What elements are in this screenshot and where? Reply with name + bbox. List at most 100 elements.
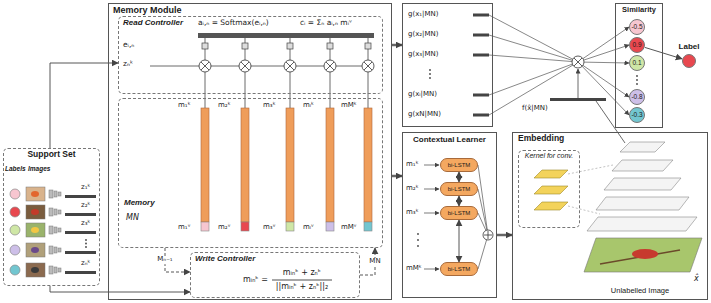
support-samples — [31, 267, 39, 273]
similarity-operator — [596, 101, 625, 143]
memory-slot — [241, 108, 249, 222]
read-operations — [205, 38, 368, 60]
conv-kernel — [534, 202, 568, 210]
conv-icon — [49, 208, 53, 216]
support-samples — [26, 243, 45, 257]
feature-vector — [65, 251, 96, 254]
lstm-oval: bi-LSTM — [440, 206, 478, 220]
memory-slot — [201, 108, 209, 222]
similarity-operator — [473, 34, 489, 37]
similarity-operator — [473, 54, 489, 57]
function-label: f(x̂|MN) — [522, 104, 548, 112]
read-operations — [201, 62, 372, 70]
similarity-operator — [578, 62, 629, 63]
similarity-operator — [473, 94, 489, 97]
feature-vector — [65, 213, 96, 216]
node-text: Kernel for conv. — [525, 152, 574, 160]
key-label: m₃ᵏ — [263, 101, 276, 109]
similarity-operator — [578, 62, 629, 115]
support-samples — [10, 265, 20, 275]
embedding-list-box: g(x₁|MN)g(x₂|MN)g(x₃|MN)g(xᵢ|MN)g(xN|MN) — [402, 3, 493, 127]
similarity-circle: 0.1 — [629, 55, 645, 71]
support-samples — [26, 205, 45, 219]
node-title: Contextual Learner — [413, 135, 486, 144]
support-samples — [26, 187, 45, 201]
write-controller-box: Write Controller — [190, 252, 360, 298]
support-samples — [10, 189, 20, 199]
memory-slot — [286, 222, 294, 231]
connector — [459, 172, 460, 182]
node-title: Label — [679, 42, 700, 51]
lstm-wiring — [417, 239, 419, 241]
memory-slot — [241, 222, 249, 231]
conv-icon — [58, 268, 61, 272]
conv-icon — [54, 209, 57, 215]
conv-icon — [58, 228, 61, 232]
node-title: Embedding — [518, 134, 564, 144]
key-label: mᵢᵏ — [303, 101, 314, 109]
similarity-circle: -0.3 — [629, 107, 645, 123]
conv-icon — [49, 226, 53, 234]
vector-label: zₙᵏ — [81, 259, 90, 267]
feature-map-stack — [596, 197, 689, 210]
read-operations — [287, 43, 293, 49]
key-label: mMᵏ — [406, 264, 422, 272]
node-title: Write Controller — [195, 254, 255, 263]
node-text: g(x₁|MN) — [408, 10, 439, 18]
vector-label: z₃ᵏ — [81, 219, 90, 227]
memory-slot — [326, 108, 334, 222]
label-dot: Label — [682, 54, 696, 68]
feature-vector — [85, 243, 87, 245]
feature-vector — [85, 239, 87, 241]
key-label: m₁ᵏ — [406, 160, 419, 168]
node-text: g(xᵢ|MN) — [408, 90, 437, 98]
conv-kernel — [534, 170, 568, 178]
conv-icon — [54, 267, 57, 273]
value-label: m₁ᵛ — [178, 223, 191, 231]
conv-icon — [49, 246, 53, 254]
lstm-oval: bi-LSTM — [440, 262, 478, 276]
node-text: g(xN|MN) — [408, 110, 441, 118]
edge-label: Mₙ₋₁ — [156, 256, 173, 264]
node-title: Memory Module — [113, 5, 182, 15]
feature-vector — [65, 195, 96, 274]
lstm-wiring — [424, 165, 439, 166]
feature-vector — [65, 195, 96, 198]
support-samples — [10, 225, 20, 235]
memory-slot — [286, 108, 294, 222]
lstm-wiring — [484, 231, 492, 239]
similarity-operator — [636, 83, 638, 85]
key-label: mMᵏ — [341, 101, 357, 109]
value-label: m₂ᵛ — [218, 223, 231, 231]
feature-vector — [65, 271, 96, 274]
node-text: bi-LSTM — [441, 207, 477, 219]
similarity-circle: -0.8 — [629, 89, 645, 105]
connector — [50, 286, 190, 292]
formula: ||mᵢₙᵏ + zₙᵏ||₂ — [276, 282, 328, 291]
formula: mᵢₙᵏ + zₙᵏ — [283, 268, 321, 277]
conv-icon — [49, 190, 61, 274]
support-samples — [26, 263, 45, 277]
key-label: m₂ᵏ — [218, 101, 231, 109]
read-operations — [150, 33, 374, 108]
node-text: 0.1 — [630, 56, 644, 70]
conv-icon — [54, 247, 57, 253]
similarity-box: -0.50.90.1-0.8-0.3Similarity — [615, 3, 663, 128]
formula: mᵢₙᵏ = — [243, 275, 268, 284]
kernel-box: Kernel for conv. — [518, 150, 580, 228]
support-samples — [10, 187, 45, 277]
similarity-operator — [578, 69, 579, 98]
memory-module-panel: Read ControllerMemoryMNWrite ControllerM… — [108, 3, 392, 300]
conv-icon — [54, 191, 57, 197]
connector — [392, 44, 402, 47]
support-samples — [31, 191, 39, 197]
connector — [459, 220, 460, 262]
support-samples — [31, 247, 39, 253]
variable-label: x̂ — [694, 274, 699, 283]
support-samples — [26, 223, 45, 237]
node-text: g(x₂|MN) — [408, 30, 439, 38]
similarity-operator — [578, 45, 629, 62]
